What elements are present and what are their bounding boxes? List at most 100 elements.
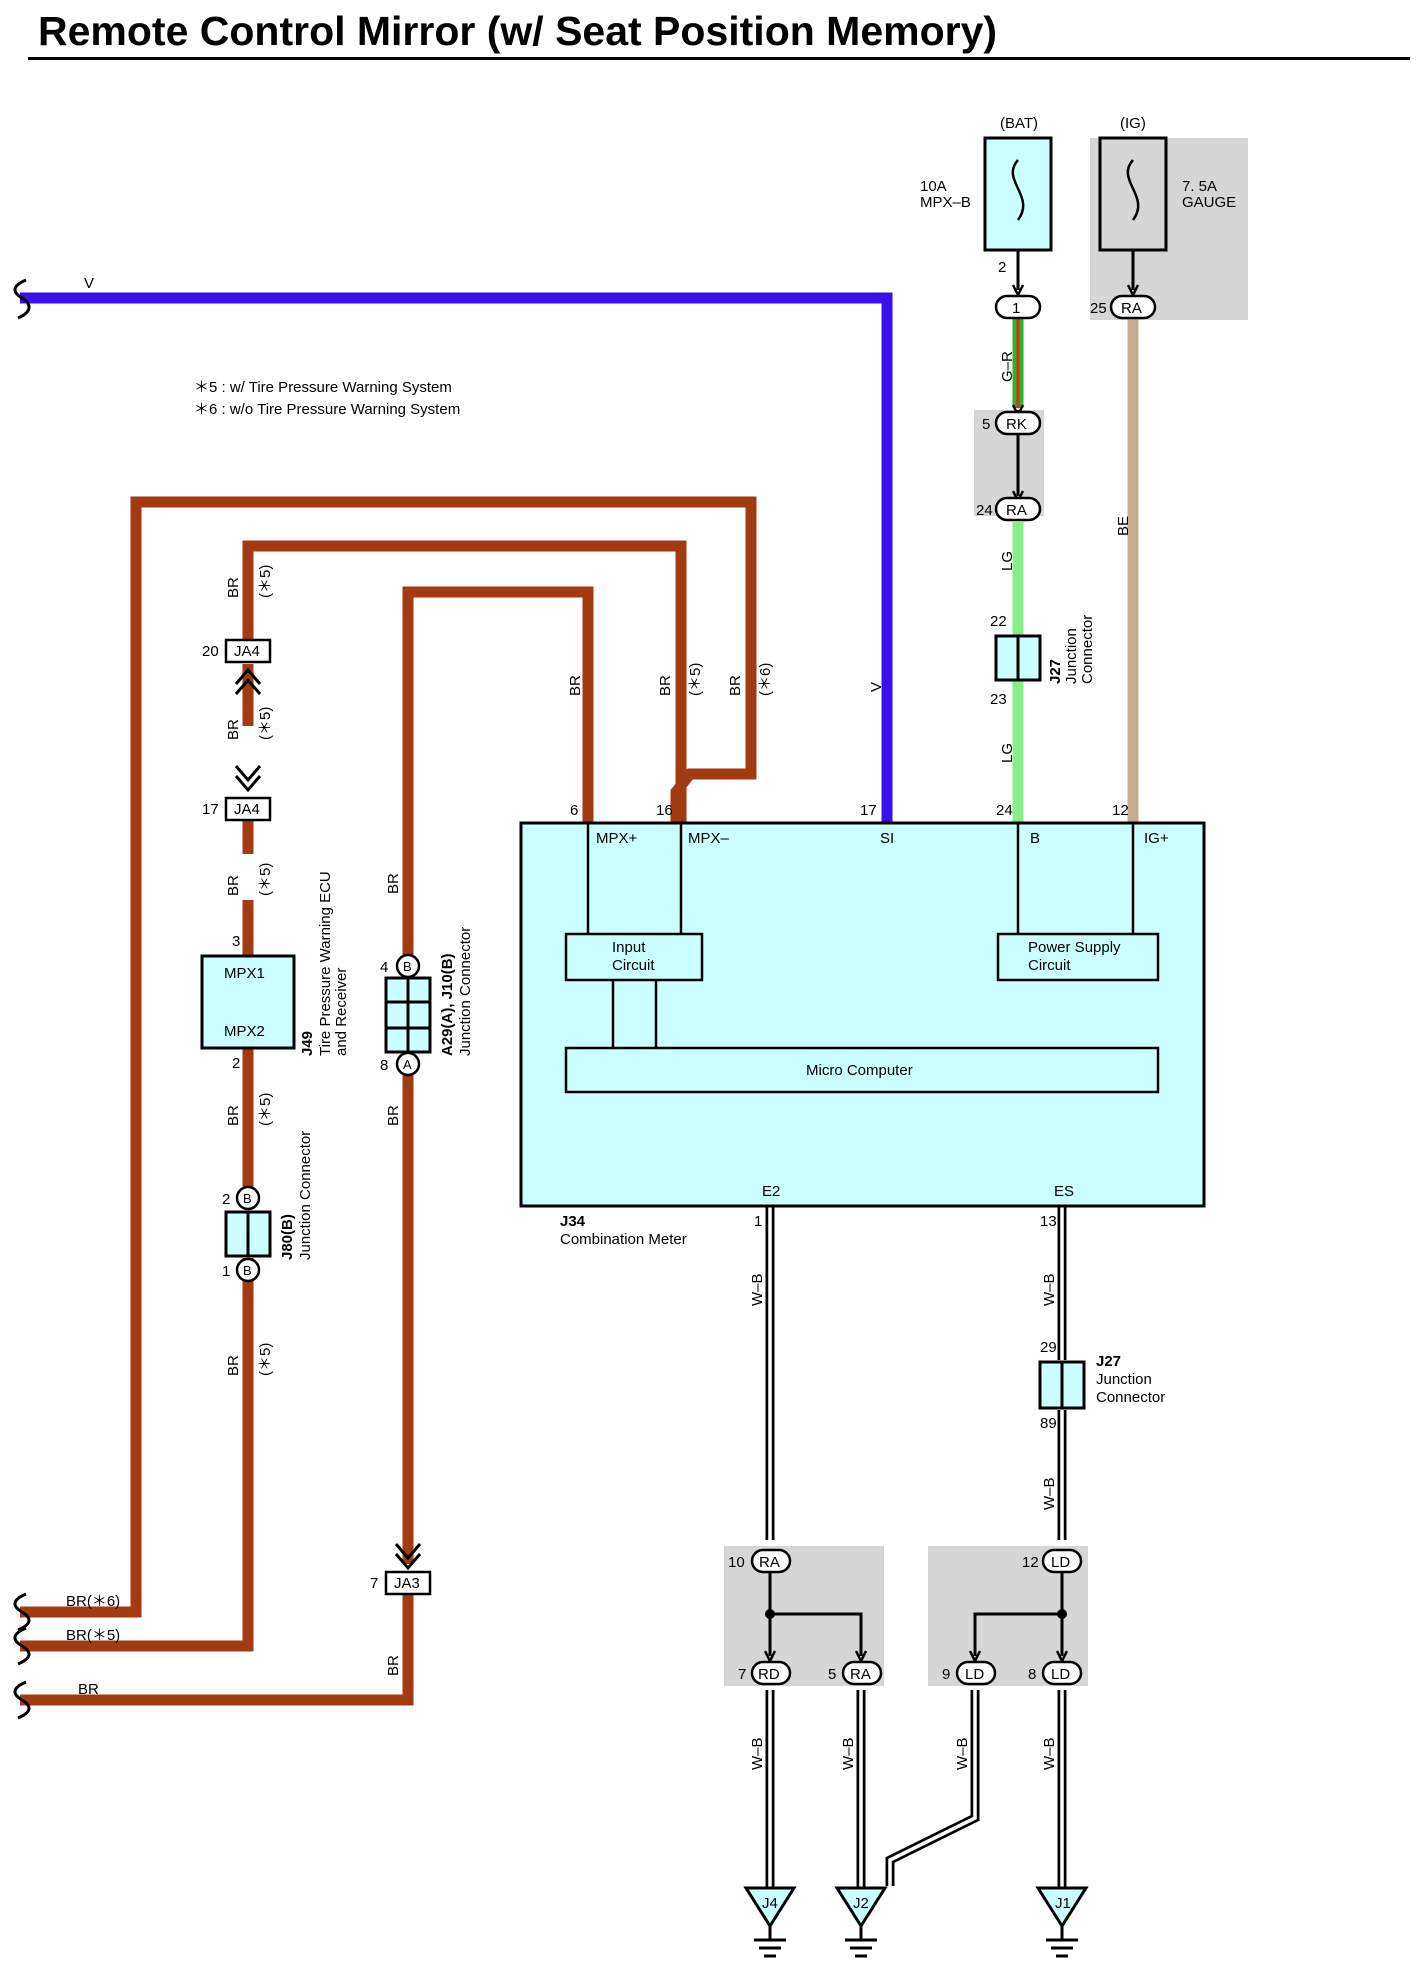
- conn-ld8: LD: [1051, 1666, 1070, 1683]
- conn-ra5-pin: 5: [828, 1666, 836, 1683]
- a29-top-letter: B: [403, 959, 412, 974]
- meter-pin-si: 17: [860, 802, 877, 819]
- j27b-name-2: Connector: [1096, 1389, 1165, 1406]
- j27b-name-1: Junction: [1096, 1371, 1152, 1388]
- ja3-arrow: [394, 1543, 422, 1571]
- fuse-ig-name: GAUGE: [1182, 194, 1236, 211]
- conn-ra24: RA: [1006, 502, 1027, 519]
- meter-name: Combination Meter: [560, 1231, 687, 1248]
- connector-ra24: [994, 496, 1042, 522]
- fuse-mpxb-symbol: [1011, 159, 1025, 221]
- connector-ja3: [384, 1570, 432, 1596]
- j49-mpx2: MPX2: [224, 1023, 265, 1040]
- power-supply-circuit: [996, 932, 1160, 982]
- wire-label-br-1: BR: [225, 577, 242, 598]
- meter-internal-lines: [586, 823, 1135, 1048]
- j49-mpx1: MPX1: [224, 965, 265, 982]
- wire-label-br-10: BR: [657, 675, 674, 696]
- j49-out-pin: 2: [232, 1055, 240, 1072]
- wire-label-lg-2: LG: [999, 743, 1016, 763]
- j49-name-2: and Receiver: [333, 968, 350, 1056]
- meter-pin-ig: 12: [1112, 802, 1129, 819]
- splice-dot-b: [1057, 1609, 1067, 1619]
- j80-name: Junction Connector: [297, 1131, 314, 1260]
- conn-ld12-pin: 12: [1022, 1554, 1039, 1571]
- j27-name-1: Junction: [1063, 628, 1080, 684]
- wire-br: [20, 586, 594, 1706]
- wire-label-br-8: BR: [385, 1655, 402, 1676]
- wire-label-v: V: [868, 682, 885, 692]
- conn-ra10: RA: [759, 1554, 780, 1571]
- j27b-code: J27: [1096, 1353, 1121, 1370]
- wire-label-left-br5: BR(＊5): [66, 1627, 120, 1644]
- bat-label: (BAT): [1000, 115, 1038, 132]
- wire-label-gr: G–R: [999, 351, 1016, 382]
- j27-bot-pin: 23: [990, 691, 1007, 708]
- j49-ecu: [200, 954, 296, 1050]
- fuse-gauge-symbol: [1126, 159, 1140, 221]
- wire-br5: [20, 540, 687, 1652]
- conn-rd7-pin: 7: [738, 1666, 746, 1683]
- meter-term-b: B: [1030, 830, 1040, 847]
- conn-rk-pin: 5: [982, 416, 990, 433]
- wire-label-br-2: BR: [225, 719, 242, 740]
- meter-term-mpxp: MPX+: [596, 830, 638, 847]
- meter-pin-e2: 1: [754, 1213, 762, 1230]
- bat-conn-pin: 1: [1012, 300, 1020, 317]
- conn-ja4-top-pin: 20: [202, 643, 219, 660]
- input-circuit: [564, 932, 704, 982]
- wire-label-left-br: BR: [78, 1681, 99, 1698]
- conn-ld9: LD: [965, 1666, 984, 1683]
- j80-bot-terminal: [235, 1257, 261, 1283]
- note-star6: ＊6 : w/o Tire Pressure Warning System: [194, 401, 460, 418]
- ground-j2-label: J2: [853, 1895, 869, 1912]
- ground-j1-label: J1: [1055, 1895, 1071, 1912]
- conn-ja3: JA3: [394, 1575, 420, 1592]
- wire-label-star5-6: (＊5): [687, 663, 704, 696]
- wire-label-br-7: BR: [385, 1105, 402, 1126]
- a29-bot-pin: 8: [380, 1057, 388, 1074]
- meter-term-si: SI: [880, 830, 894, 847]
- a29-bot-letter: A: [403, 1057, 412, 1072]
- j27-name-2: Connector: [1079, 615, 1096, 684]
- conn-ra10-pin: 10: [728, 1554, 745, 1571]
- wire-label-star5-4: (＊5): [257, 1093, 274, 1126]
- connector-ld8: [1041, 1660, 1083, 1686]
- page-title: Remote Control Mirror (w/ Seat Position …: [38, 8, 998, 54]
- conn-ja4-bot: JA4: [234, 801, 260, 818]
- wire-label-be: BE: [1115, 516, 1132, 536]
- meter-term-ig: IG+: [1144, 830, 1169, 847]
- a29-grid: [386, 978, 430, 1052]
- meter-code: J34: [560, 1213, 586, 1230]
- wire-label-wb-2: W–B: [1041, 1273, 1058, 1306]
- wire-label-star5-3: (＊5): [257, 863, 274, 896]
- wire-label-left-br6: BR(＊6): [66, 1593, 120, 1610]
- conn-ja4-bot-pin: 17: [202, 801, 219, 818]
- wire-label-wb-7: W–B: [1041, 1737, 1058, 1770]
- meter-pin-mpxm: 16: [656, 802, 673, 819]
- j80-top-terminal: [235, 1185, 261, 1211]
- ground-j1: J1: [1035, 1886, 1089, 1958]
- j34-combination-meter: [519, 821, 1206, 1208]
- conn-rd7: RD: [758, 1666, 780, 1683]
- wire-label-br-6: BR: [385, 873, 402, 894]
- wire-label-star5-2: (＊5): [257, 707, 274, 740]
- j80-code: J80(B): [279, 1214, 296, 1260]
- wire-label-star5-5: (＊5): [257, 1343, 274, 1376]
- wire-label-br-5: BR: [225, 1355, 242, 1376]
- wire-label-wb-4: W–B: [749, 1737, 766, 1770]
- j49-in-pin: 3: [232, 933, 240, 950]
- a29-top-pin: 4: [380, 959, 388, 976]
- wire-label-wb-6: W–B: [954, 1737, 971, 1770]
- j49-code: J49: [299, 1031, 316, 1056]
- wb-wires-outline: [765, 1202, 1067, 1888]
- wire-label-star5-1: (＊5): [257, 565, 274, 598]
- meter-pin-es: 13: [1040, 1213, 1057, 1230]
- a29-name: Junction Connector: [457, 927, 474, 1056]
- power-circuit-label-1: Power Supply: [1028, 939, 1121, 956]
- fuse-bat-pin: 2: [998, 259, 1006, 276]
- ja4-top-arrow: [234, 667, 262, 695]
- bat-connector: [994, 294, 1042, 320]
- title-underline: [28, 57, 1410, 60]
